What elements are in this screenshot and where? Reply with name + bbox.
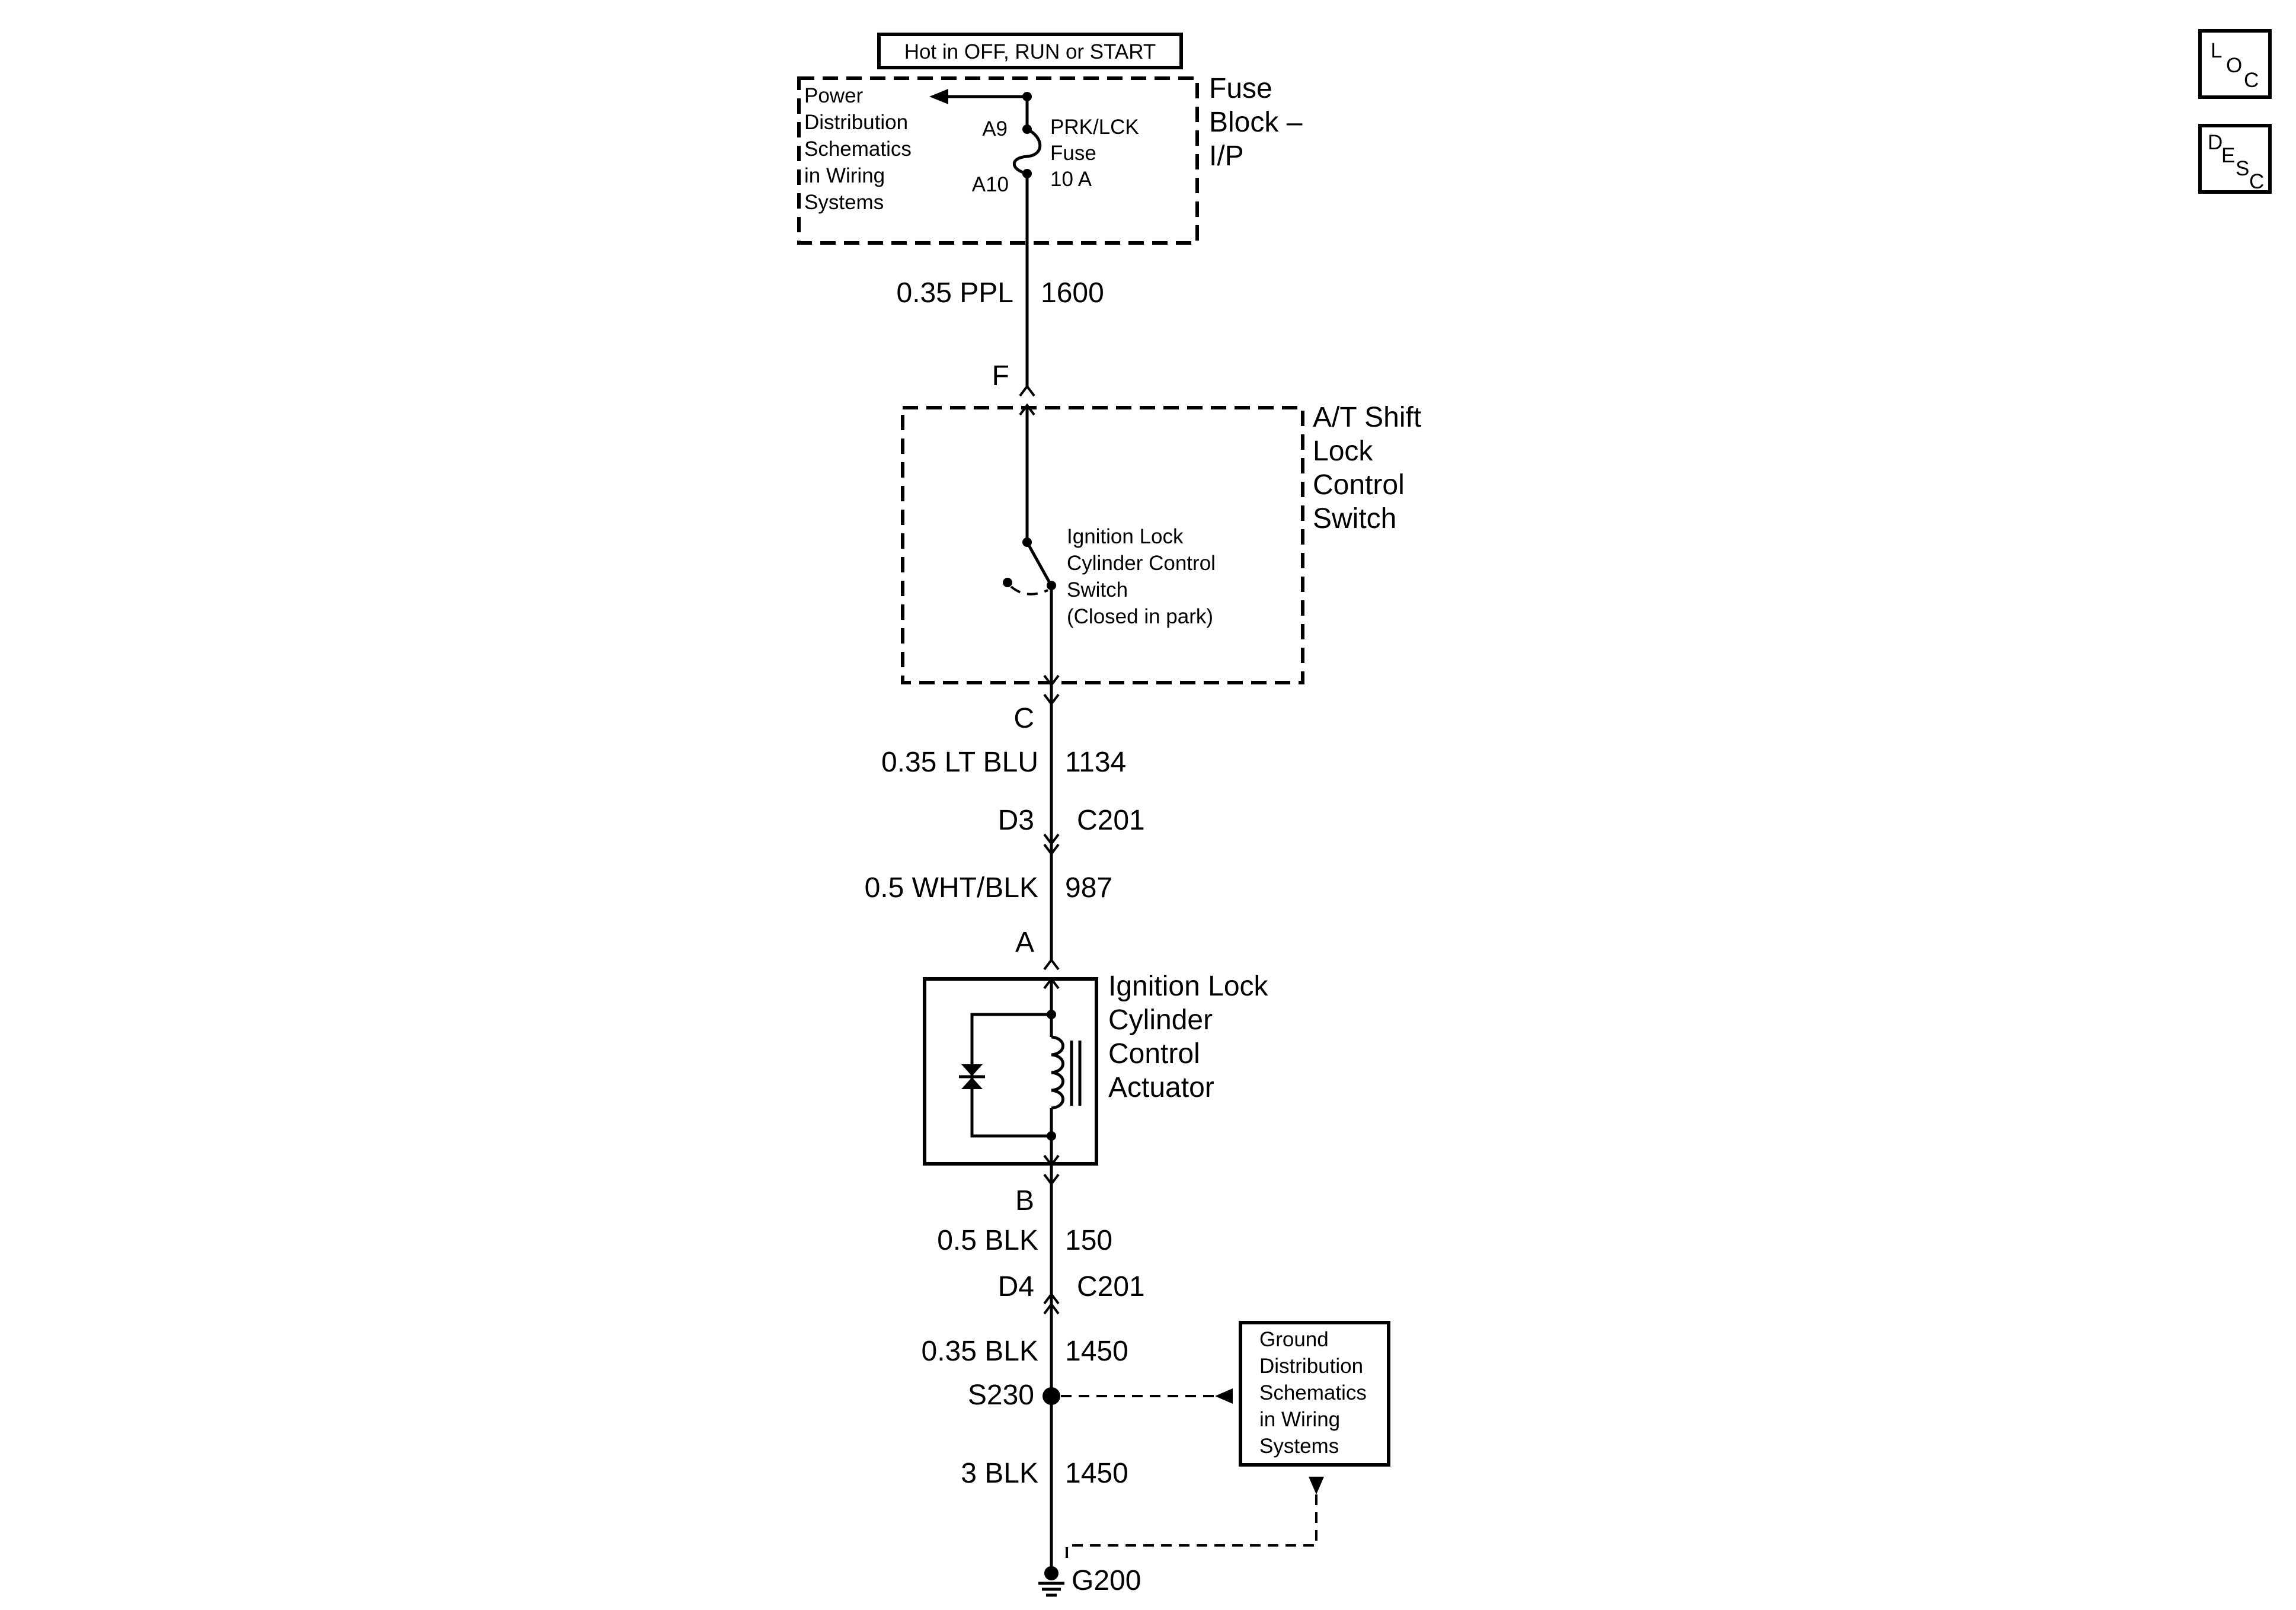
wire-150-circuit: 150 <box>1065 1225 1112 1256</box>
connector-a-label: A <box>1015 927 1034 958</box>
switch-travel-dashed-arc <box>1010 585 1048 596</box>
switch-desc-line-2: Cylinder Control <box>1067 552 1216 575</box>
fuse-block: Fuse Block – I/P Power Distribution Sche… <box>797 73 1303 245</box>
desc-letter-s: S <box>2236 157 2249 180</box>
ground-ref-line-5: Systems <box>1259 1435 1339 1458</box>
wire-1450-lower-gauge-color: 3 BLK <box>961 1458 1038 1489</box>
power-ref-line-5: Systems <box>804 191 884 214</box>
wire-987-gauge-color: 0.5 WHT/BLK <box>865 872 1038 904</box>
ground-ref-line-1: Ground <box>1259 1328 1329 1351</box>
fuse-element-icon <box>1013 127 1042 175</box>
shift-lock-title-line-4: Switch <box>1313 503 1396 534</box>
connector-d3-label: D3 <box>998 805 1034 836</box>
ground-ref-arrowhead-left <box>1215 1388 1233 1404</box>
ground-ref-to-g200-dashed-line <box>1066 1494 1318 1564</box>
shift-lock-title-line-3: Control <box>1313 469 1405 501</box>
shift-lock-title-line-2: Lock <box>1313 436 1373 467</box>
switch-desc-line-1: Ignition Lock <box>1067 525 1184 548</box>
connector-f-icon <box>1019 384 1035 397</box>
connector-b-label: B <box>1015 1185 1034 1217</box>
wire-1600-gauge-color: 0.35 PPL <box>897 277 1013 309</box>
desc-letter-d: D <box>2208 131 2223 154</box>
loc-letter-c: C <box>2244 69 2259 92</box>
fuse-block-title-line-2: Block – <box>1209 107 1303 138</box>
connector-d3-icon-upper <box>1043 833 1060 846</box>
diode-icon-upper <box>961 1064 983 1076</box>
fuse-pin-top: A9 <box>982 117 1008 140</box>
wire-1600-circuit: 1600 <box>1041 277 1104 309</box>
ground-distribution-reference[interactable]: Ground Distribution Schematics in Wiring… <box>1239 1321 1390 1467</box>
power-ref-line-2: Distribution <box>804 111 908 134</box>
solenoid-coil-icon <box>1051 1035 1064 1110</box>
power-ref-line-4: in Wiring <box>804 164 885 187</box>
ground-ref-line-3: Schematics <box>1259 1381 1367 1404</box>
ground-ref-arrowhead-down <box>1309 1477 1324 1494</box>
power-ref-line-3: Schematics <box>804 137 912 161</box>
connector-c201-bottom-label: C201 <box>1077 1271 1145 1302</box>
loc-letter-o: O <box>2226 54 2242 77</box>
fuse-pin-bottom: A10 <box>972 173 1009 196</box>
fuse-name-line-1: PRK/LCK <box>1050 116 1139 139</box>
connector-d4-icon-lower <box>1043 1302 1060 1315</box>
wire-1450-lower-circuit: 1450 <box>1065 1458 1128 1489</box>
splice-s230-label: S230 <box>968 1379 1034 1411</box>
loc-letter-l: L <box>2211 39 2222 62</box>
wire-987-circuit: 987 <box>1065 872 1112 904</box>
fuse-name-line-2: Fuse <box>1050 142 1096 165</box>
connector-d4-icon-upper <box>1043 1292 1060 1305</box>
ground-ref-line-4: in Wiring <box>1259 1408 1340 1431</box>
connector-d3-icon-lower <box>1043 843 1060 856</box>
actuator-title-line-2: Cylinder <box>1108 1004 1213 1036</box>
actuator-title-line-1: Ignition Lock <box>1108 971 1269 1002</box>
fuse-block-title-line-3: I/P <box>1209 140 1244 172</box>
fuse-junction-dot <box>1022 92 1032 101</box>
connector-c-label: C <box>1013 703 1034 734</box>
actuator-title-line-4: Actuator <box>1108 1072 1214 1103</box>
wire-150-gauge-color: 0.5 BLK <box>937 1225 1038 1256</box>
ignition-lock-actuator: Ignition Lock Cylinder Control Actuator <box>923 971 1269 1166</box>
shift-lock-control-switch: A/T Shift Lock Control Switch Ignition L… <box>901 402 1421 684</box>
power-ref-line-1: Power <box>804 84 864 107</box>
diode-icon-lower <box>961 1077 983 1089</box>
fuse-name-line-3: 10 A <box>1050 168 1092 191</box>
wire-1450-upper-circuit: 1450 <box>1065 1336 1128 1367</box>
shift-lock-title-line-1: A/T Shift <box>1313 402 1421 433</box>
loc-icon[interactable]: L O C <box>2198 29 2272 99</box>
power-ref-arrowhead <box>929 89 948 104</box>
ground-g200-icon <box>1038 1566 1064 1597</box>
ground-g200-label: G200 <box>1072 1565 1141 1596</box>
switch-open-contact-dot <box>1003 578 1012 587</box>
connector-d4-label: D4 <box>998 1271 1034 1302</box>
connector-c201-top-label: C201 <box>1077 805 1145 836</box>
switch-blade-icon <box>1025 541 1052 585</box>
wire-1134-gauge-color: 0.35 LT BLU <box>881 747 1038 778</box>
connector-f-label: F <box>992 360 1009 392</box>
desc-icon[interactable]: D E S C <box>2198 124 2272 194</box>
wire-1450-upper-gauge-color: 0.35 BLK <box>922 1336 1038 1367</box>
desc-letter-e: E <box>2221 144 2235 167</box>
wire-1134-circuit: 1134 <box>1065 747 1126 778</box>
desc-letter-c: C <box>2249 170 2264 193</box>
switch-desc-line-4: (Closed in park) <box>1067 605 1213 628</box>
power-distribution-reference[interactable]: Power Distribution Schematics in Wiring … <box>804 84 912 214</box>
hot-label: Hot in OFF, RUN or START <box>904 40 1156 63</box>
actuator-title-line-3: Control <box>1108 1038 1200 1070</box>
ground-ref-line-2: Distribution <box>1259 1355 1363 1378</box>
splice-s230-dot <box>1043 1387 1060 1405</box>
switch-desc-line-3: Switch <box>1067 578 1128 601</box>
connector-a-icon <box>1043 958 1060 971</box>
fuse-block-title-line-1: Fuse <box>1209 73 1272 104</box>
hot-label-box: Hot in OFF, RUN or START <box>877 33 1183 69</box>
